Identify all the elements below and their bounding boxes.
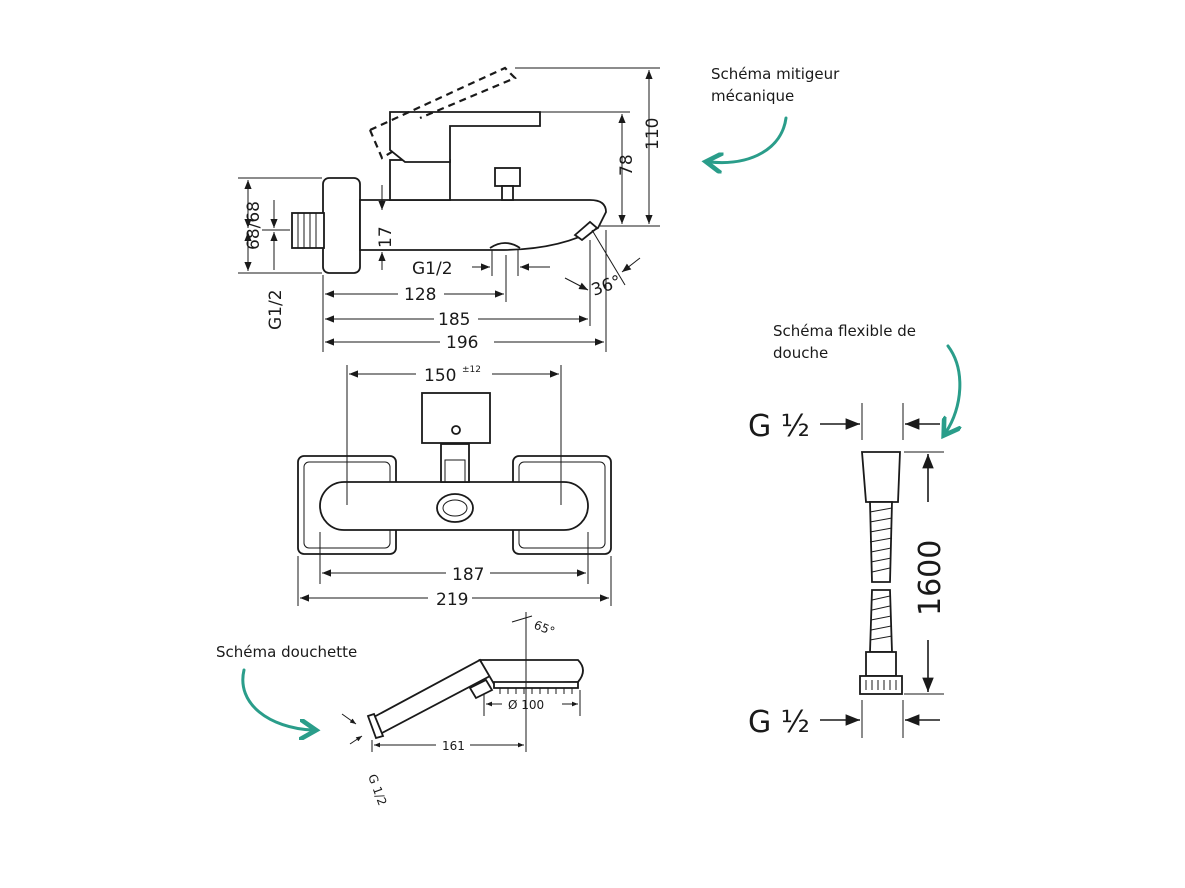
dim-1600: 1600 [913,540,948,616]
dim-68-68: 68/68 [244,201,264,250]
annotation-mixer: Schéma mitigeur mécanique [711,65,840,105]
dim-196: 196 [446,333,478,353]
dim-187: 187 [452,565,484,585]
handshower-handle [370,658,492,736]
mixer-body [359,199,607,251]
handshower-head [493,681,579,689]
dim-g12-handshower: G 1/2 [365,772,389,807]
spray-nozzles [499,688,573,694]
dim-185: 185 [438,310,470,330]
diverter-knob [494,167,521,187]
dim-diameter-100: Ø 100 [508,698,544,712]
annotation-hose: Schéma flexible de douche [773,322,916,362]
hose-upper-coil [869,501,893,583]
annotation-arrow-handshower [241,668,312,730]
dim-g12-inlet: G1/2 [266,289,286,330]
mixer-front-view: 150 ±12 187 219 [297,365,612,610]
hose-top-nut [861,451,901,503]
dim-150-tol: ±12 [462,365,481,375]
dim-110: 110 [643,118,663,150]
hose-drawing: G ½ 1600 G ½ [748,403,948,740]
dim-161: 161 [442,739,465,753]
dim-128: 128 [404,285,436,305]
mixer-lever [389,111,541,163]
annotation-arrow-mixer [710,116,788,163]
dim-17: 17 [376,226,396,248]
dim-65deg: 65° [532,618,557,639]
handshower-drawing: 65° Ø 100 161 G 1/2 [341,612,584,808]
inlet-thread [291,212,325,249]
hose-bottom-sleeve [865,651,897,677]
annotation-handshower: Schéma douchette [216,643,358,661]
annotation-arrow-hose [946,344,960,432]
mixer-side-view: 110 78 68/68 G1/2 17 G1/2 36° 12 [238,66,663,353]
dim-219: 219 [436,590,468,610]
dim-150: 150 [424,366,456,386]
dim-g12-hose-bottom: G ½ [748,705,810,740]
wall-flange [322,177,361,274]
hose-bottom-nut [859,675,903,695]
diverter-front [436,493,474,523]
dim-78: 78 [617,154,637,176]
lever-raised-outline [369,66,517,131]
dim-g12-outlet: G1/2 [412,259,453,279]
lever-front [421,392,491,444]
dim-g12-hose-top: G ½ [748,409,810,444]
